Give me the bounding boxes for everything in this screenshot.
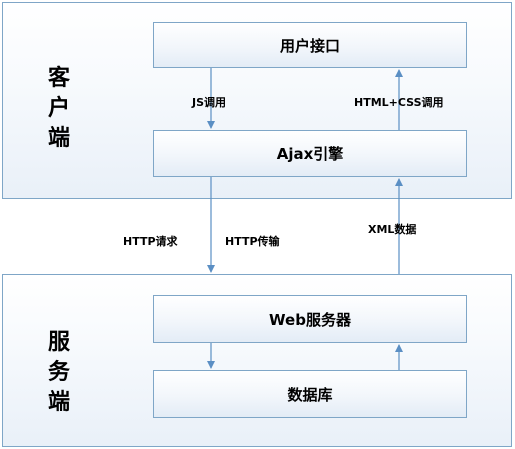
web-server-label: Web服务器 — [269, 310, 351, 329]
http-request-label: HTTP请求 — [123, 235, 178, 248]
database-label: 数据库 — [287, 385, 333, 404]
html-css-call-label: HTML+CSS调用 — [354, 96, 444, 109]
http-transfer-label: HTTP传输 — [225, 235, 280, 248]
user-interface-node: 用户接口 — [153, 22, 467, 68]
js-call-label: JS调用 — [192, 96, 227, 109]
server-label: 服务端 — [47, 330, 70, 415]
user-interface-label: 用户接口 — [279, 36, 340, 55]
ajax-engine-node: Ajax引擎 — [153, 130, 467, 177]
web-server-node: Web服务器 — [153, 295, 467, 343]
xml-data-label: XML数据 — [368, 223, 417, 236]
ajax-engine-label: Ajax引擎 — [276, 145, 344, 163]
client-label: 客户端 — [47, 66, 70, 151]
database-node: 数据库 — [153, 370, 467, 418]
